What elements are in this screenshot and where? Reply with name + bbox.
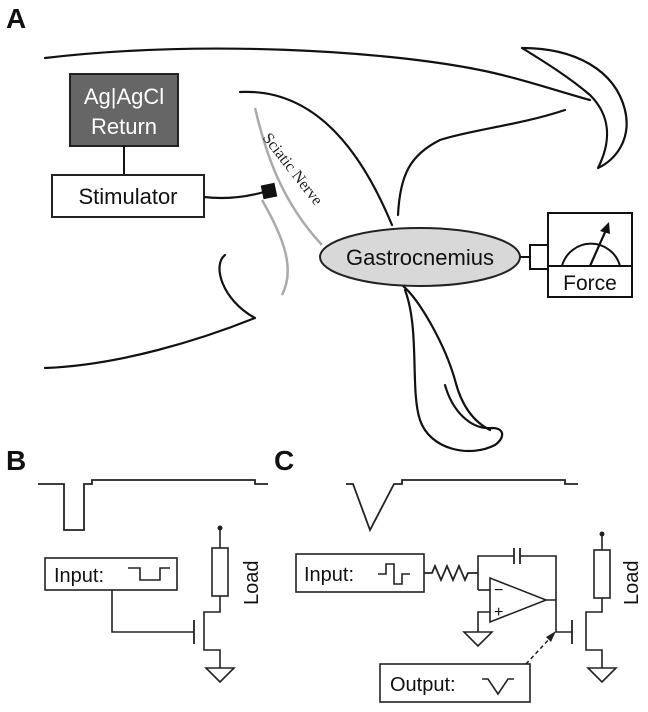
force-meter-box — [547, 212, 633, 298]
mosfet-c — [585, 598, 603, 668]
load-resistor-b — [211, 547, 229, 597]
transducer-connector — [529, 244, 549, 270]
cuff-electrode — [260, 182, 278, 200]
input-resistor-c — [424, 563, 478, 583]
gate-wire-b — [111, 590, 194, 633]
return-electrode-box — [69, 73, 179, 147]
ground-b — [204, 667, 236, 684]
load-resistor-c — [593, 549, 611, 599]
panel-label-a: A — [6, 3, 26, 34]
return-label-line2: Return — [91, 114, 157, 139]
stimulator-label: Stimulator — [78, 184, 177, 209]
ground-opamp-c — [462, 631, 494, 648]
mosfet-b — [203, 596, 221, 668]
leg-outline — [43, 46, 628, 453]
output-pointer — [525, 635, 553, 665]
v-ramp-icon — [482, 678, 514, 696]
step-icon — [378, 563, 410, 585]
opamp-output-wire — [546, 599, 572, 633]
svg-text:−: − — [494, 582, 503, 599]
pulse-icon — [128, 567, 170, 581]
input-box-b — [44, 557, 178, 591]
force-label: Force — [563, 272, 617, 295]
stimulator-lead — [203, 190, 265, 200]
load-label-b: Load — [241, 561, 263, 606]
output-waveform-c — [346, 479, 578, 533]
input-box-c — [295, 553, 425, 593]
load-label-c: Load — [621, 561, 643, 606]
gauge-needle — [588, 229, 608, 267]
return-label-line1: Ag|AgCl — [84, 84, 164, 109]
input-label-b: Input: — [54, 565, 104, 587]
svg-text:+: + — [494, 604, 503, 621]
input-label-c: Input: — [304, 564, 354, 586]
panel-label-c: C — [274, 445, 294, 476]
op-amp-c — [489, 576, 549, 624]
stimulator-box — [51, 174, 205, 218]
sciatic-nerve — [253, 107, 323, 246]
input-waveform-b — [38, 479, 268, 531]
muscle-label: Gastrocnemius — [346, 245, 494, 270]
panel-label-b: B — [6, 445, 26, 476]
gauge-arc — [561, 242, 621, 267]
ground-c — [586, 667, 618, 684]
nerve-branch — [260, 199, 289, 296]
output-label-c: Output: — [390, 674, 456, 696]
